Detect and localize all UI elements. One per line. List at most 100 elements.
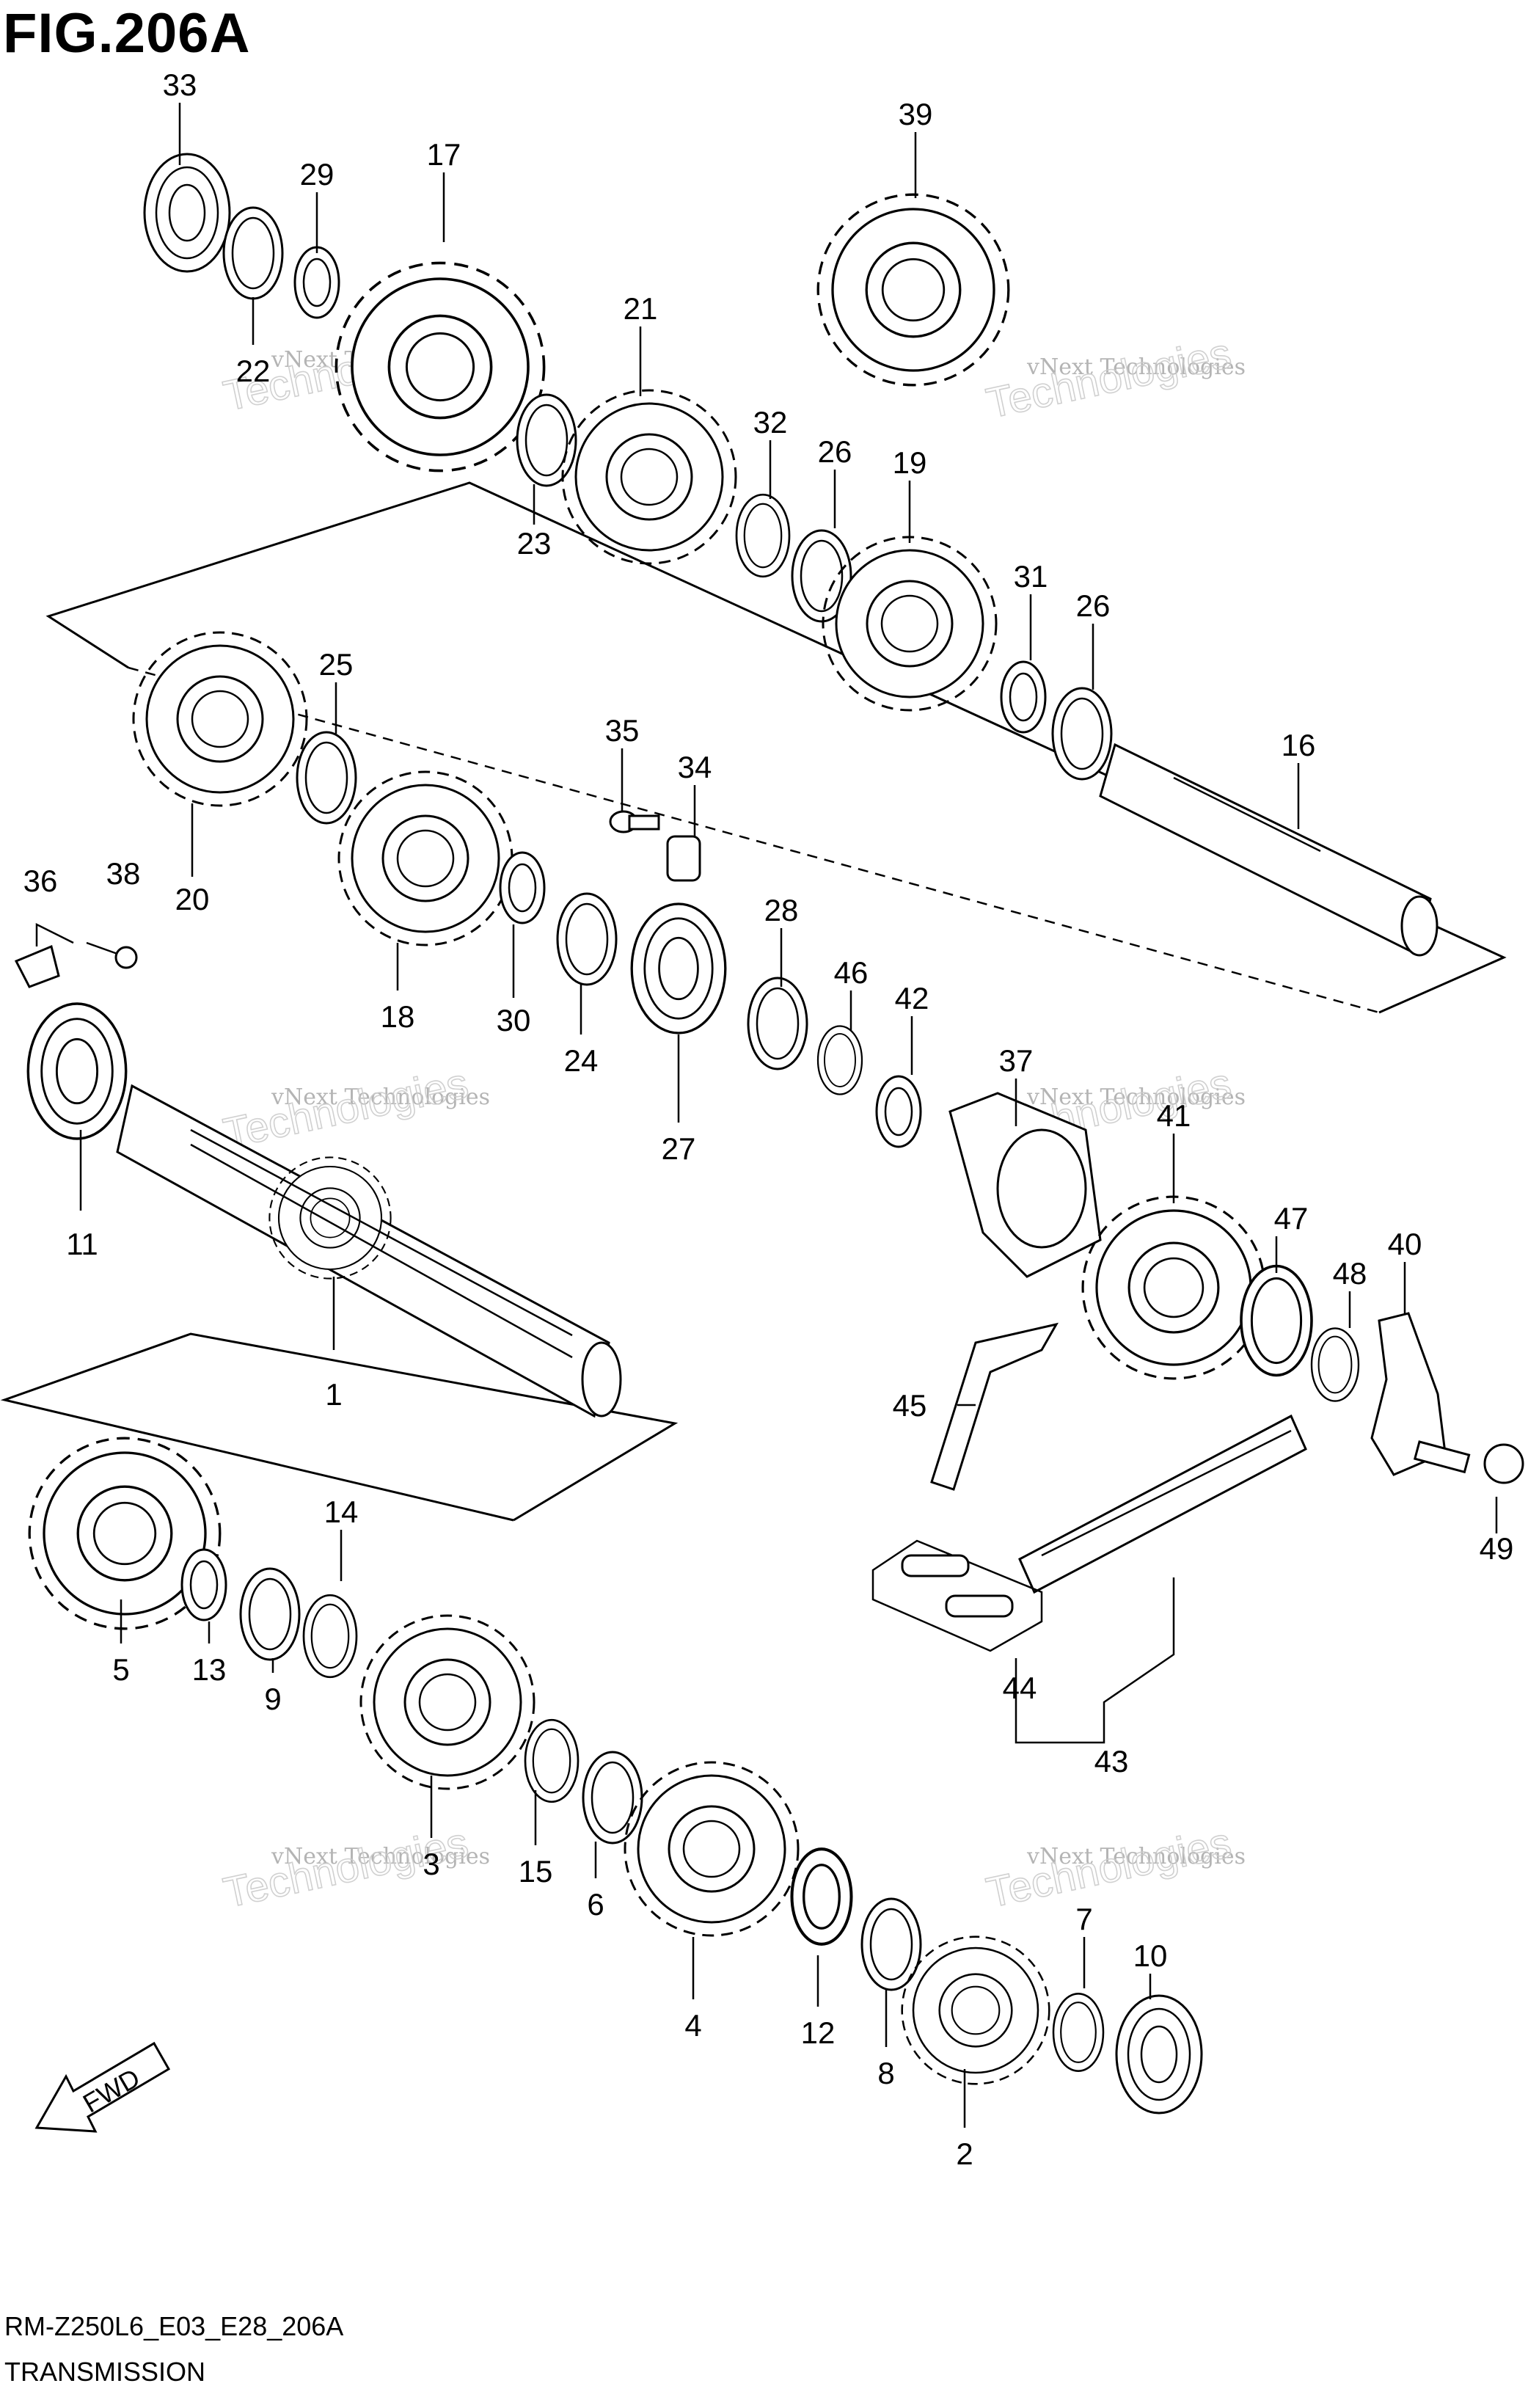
part-36-clip bbox=[14, 944, 60, 988]
callout-32: 32 bbox=[753, 405, 788, 439]
part-40-lock-plate bbox=[1370, 1312, 1447, 1476]
callout-labels: 33 29 22 17 21 23 32 26 39 19 31 26 16 2… bbox=[23, 68, 1514, 2171]
part-4-gear bbox=[624, 1761, 800, 1937]
callout-26-lower: 26 bbox=[1076, 588, 1111, 623]
watermark-text: vNext Technologies bbox=[1026, 354, 1246, 380]
fwd-arrow-icon: FWD bbox=[34, 2041, 171, 2133]
part-9-washer bbox=[239, 1567, 301, 1661]
callout-28: 28 bbox=[764, 893, 799, 927]
callout-12: 12 bbox=[801, 2015, 836, 2050]
callout-49: 49 bbox=[1480, 1531, 1514, 1566]
part-39-gear bbox=[816, 193, 1010, 387]
callout-44: 44 bbox=[1003, 1671, 1037, 1705]
part-18-gear bbox=[337, 770, 513, 946]
callout-37: 37 bbox=[999, 1043, 1034, 1078]
callout-30: 30 bbox=[497, 1003, 531, 1037]
callout-19: 19 bbox=[893, 445, 927, 480]
watermark-group: vNext Technologies Technologies vNext Te… bbox=[219, 321, 1246, 1918]
callout-35: 35 bbox=[605, 713, 640, 748]
callout-48: 48 bbox=[1333, 1256, 1367, 1291]
part-48-washer bbox=[1310, 1327, 1360, 1402]
part-27-bearing bbox=[630, 902, 727, 1035]
callout-1: 1 bbox=[325, 1377, 342, 1412]
part-35-screw bbox=[609, 810, 660, 833]
part-14-circlip bbox=[302, 1594, 358, 1679]
watermark-text: vNext Technologies bbox=[1026, 1084, 1246, 1110]
part-22-washer bbox=[222, 206, 284, 300]
callout-36: 36 bbox=[23, 864, 58, 898]
part-2-gear bbox=[901, 1935, 1050, 2085]
callout-20: 20 bbox=[175, 882, 210, 916]
callout-11: 11 bbox=[66, 1227, 98, 1261]
part-36-38-bracket-line bbox=[35, 922, 74, 946]
callout-43: 43 bbox=[1094, 1744, 1129, 1778]
part-15-circlip bbox=[524, 1718, 580, 1803]
part-33-bearing bbox=[143, 153, 231, 273]
part-12-needle-bearing bbox=[792, 1849, 852, 1944]
countershaft-group-outline bbox=[45, 481, 1507, 1014]
part-20-gear bbox=[132, 631, 308, 807]
callout-29: 29 bbox=[300, 157, 335, 191]
part-29-bush bbox=[293, 246, 340, 319]
figure-name: TRANSMISSION bbox=[4, 2357, 206, 2387]
callout-21: 21 bbox=[624, 291, 658, 326]
figure-title: FIG.206A bbox=[3, 2, 251, 65]
part-44-chain-joint bbox=[871, 1539, 1043, 1652]
part-10-bearing bbox=[1115, 1994, 1203, 2115]
part-42-spacer bbox=[875, 1075, 922, 1148]
part-3-gear bbox=[359, 1614, 535, 1790]
callout-41: 41 bbox=[1157, 1098, 1191, 1133]
callout-6: 6 bbox=[587, 1887, 604, 1922]
part-8-washer bbox=[860, 1897, 922, 1991]
part-43-drive-chain bbox=[1018, 1414, 1307, 1594]
watermark-text: Technologies bbox=[219, 1059, 472, 1158]
callout-9: 9 bbox=[264, 1682, 281, 1716]
part-26-circlip-lower bbox=[1051, 687, 1113, 781]
part-32-circlip bbox=[735, 493, 791, 578]
callout-42: 42 bbox=[895, 981, 929, 1015]
part-47-washer bbox=[1240, 1264, 1313, 1377]
part-45-chain-guide bbox=[930, 1322, 1059, 1491]
part-13-bush bbox=[180, 1548, 227, 1621]
part-49-bolt bbox=[1413, 1440, 1524, 1484]
part-28-oil-seal bbox=[747, 977, 808, 1070]
callout-18: 18 bbox=[381, 999, 415, 1034]
callout-16: 16 bbox=[1282, 728, 1316, 762]
callout-15: 15 bbox=[519, 1854, 553, 1889]
callout-17: 17 bbox=[427, 137, 461, 172]
watermark-text: Technologies bbox=[982, 329, 1235, 428]
callout-10: 10 bbox=[1133, 1938, 1168, 1973]
watermark-text: vNext Technologies bbox=[1026, 1844, 1246, 1869]
watermark-text: Technologies bbox=[982, 1819, 1235, 1917]
callout-23: 23 bbox=[517, 526, 552, 561]
callout-13: 13 bbox=[192, 1652, 227, 1687]
callout-7: 7 bbox=[1075, 1902, 1092, 1936]
callout-24: 24 bbox=[564, 1043, 599, 1078]
callout-2: 2 bbox=[956, 2137, 973, 2171]
callout-40: 40 bbox=[1388, 1227, 1422, 1261]
part-16-countershaft bbox=[1099, 743, 1439, 957]
callout-4: 4 bbox=[684, 2008, 701, 2043]
callout-5: 5 bbox=[112, 1652, 129, 1687]
callout-27: 27 bbox=[662, 1131, 696, 1166]
part-31-bush bbox=[1000, 660, 1047, 734]
driveshaft-gear-group-outline bbox=[0, 1332, 679, 1522]
part-17-gear bbox=[335, 261, 546, 473]
callout-33: 33 bbox=[163, 68, 197, 102]
part-43-44-bracket-line bbox=[1015, 1577, 1175, 1744]
callout-38: 38 bbox=[106, 856, 141, 891]
part-1-main-shaft bbox=[116, 1084, 622, 1418]
part-25-circlip bbox=[296, 731, 357, 825]
part-30-bush bbox=[499, 851, 546, 924]
callout-14: 14 bbox=[324, 1495, 359, 1529]
part-37-cover bbox=[948, 1092, 1102, 1278]
callout-8: 8 bbox=[877, 2056, 894, 2090]
callout-3: 3 bbox=[423, 1847, 439, 1881]
watermark-text: vNext Technologies bbox=[271, 1084, 490, 1110]
part-24-washer bbox=[556, 892, 618, 986]
callout-26-upper: 26 bbox=[818, 434, 852, 469]
part-46-o-ring bbox=[816, 1025, 863, 1095]
part-6-washer bbox=[582, 1751, 643, 1845]
